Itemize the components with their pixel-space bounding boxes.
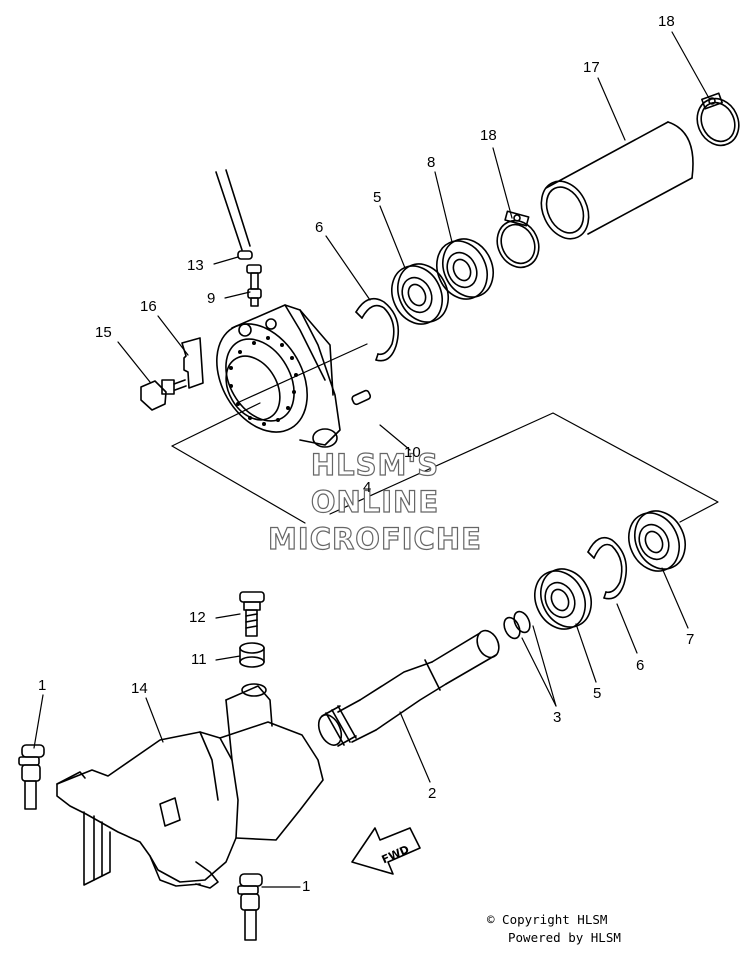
bracket-14	[57, 684, 323, 888]
copyright-line1: © Copyright HLSM	[487, 912, 608, 927]
hose-clamp-18-top	[690, 92, 747, 152]
housing-4	[198, 305, 340, 448]
fitting-9	[247, 265, 261, 306]
callout-6-bottom: 6	[636, 657, 645, 674]
callout-1-bottom: 1	[302, 878, 311, 895]
callout-9: 9	[207, 290, 216, 307]
bearing-5-top	[383, 256, 458, 333]
o-rings-3	[501, 609, 533, 641]
callout-14: 14	[131, 680, 148, 697]
callout-16: 16	[140, 298, 157, 315]
bearing-5-bottom	[526, 561, 601, 638]
callout-8: 8	[427, 154, 436, 171]
callout-13: 13	[187, 257, 204, 274]
callout-15: 15	[95, 324, 112, 341]
plate-16	[182, 338, 203, 388]
leader-lines	[34, 32, 710, 887]
watermark-line3: MICROFICHE	[267, 522, 482, 556]
callout-10: 10	[404, 444, 421, 461]
callout-5-top: 5	[373, 189, 382, 206]
watermark-line2: ONLINE	[310, 485, 440, 519]
bearing-8	[428, 231, 503, 308]
watermark-line1: HLSM'S	[310, 448, 440, 482]
fitting-13	[238, 251, 252, 259]
bolt-1-left	[19, 745, 44, 809]
bolt-15	[141, 380, 186, 410]
bearing-7	[620, 503, 695, 580]
collar-11	[240, 643, 264, 667]
callout-7: 7	[686, 631, 695, 648]
circlip-6-top	[356, 299, 398, 361]
callout-1-left: 1	[38, 677, 47, 694]
callout-3: 3	[553, 709, 562, 726]
callout-18-mid: 18	[480, 127, 497, 144]
callout-12: 12	[189, 609, 206, 626]
callout-5-bottom: 5	[593, 685, 602, 702]
circlip-6-bottom	[588, 538, 626, 599]
hose-clamp-18-mid	[490, 211, 547, 274]
bolt-12	[240, 592, 264, 636]
pin-10	[351, 390, 371, 406]
fwd-text: FWD	[380, 843, 412, 867]
callout-2: 2	[428, 785, 437, 802]
copyright-line2: Powered by HLSM	[508, 930, 621, 945]
hose-17	[532, 122, 693, 246]
callout-6-top: 6	[315, 219, 324, 236]
callout-11: 11	[191, 651, 207, 668]
fwd-arrow	[352, 828, 420, 874]
bolt-1-bottom	[238, 874, 262, 940]
callout-4: 4	[363, 479, 372, 496]
callout-17: 17	[583, 59, 600, 76]
shaft-2	[314, 627, 503, 749]
cable	[216, 170, 250, 250]
callout-18-top: 18	[658, 13, 675, 30]
